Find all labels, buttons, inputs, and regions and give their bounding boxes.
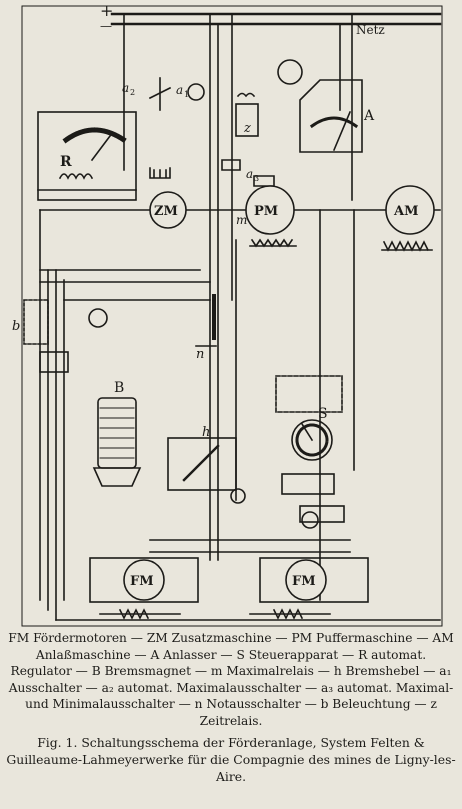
foerdermotoren — [55, 557, 441, 621]
legend-text: FM Fördermotoren — ZM Zusatzmaschine — P… — [8, 631, 454, 728]
ZM-label: ZM — [154, 204, 178, 219]
legend-caption: FM Fördermotoren — ZM Zusatzmaschine — P… — [8, 630, 454, 730]
circuit-diagram: + — Netz a 2 a 1 z A R a 3 ZM PM AM m b … — [12, 1, 443, 627]
R-label: R — [60, 154, 72, 170]
switches-top — [148, 77, 275, 187]
FM-label-2: FM — [292, 574, 316, 589]
plus-label: + — [100, 1, 113, 20]
lower-components — [149, 488, 351, 553]
regulator-R — [37, 111, 137, 201]
B-label: B — [114, 380, 124, 396]
notausschalter-n — [195, 294, 217, 347]
m-label: m — [236, 213, 247, 227]
n-label: n — [196, 347, 204, 362]
PM-label: PM — [254, 204, 278, 219]
figure-border — [21, 5, 443, 627]
h-label: h — [202, 425, 210, 440]
anlasser-A — [277, 59, 363, 153]
a2-sub: 2 — [130, 88, 135, 97]
b-label: b — [12, 319, 20, 334]
a3-sub: 3 — [254, 174, 259, 183]
minus-label: — — [100, 19, 112, 33]
a2-label: a — [122, 81, 129, 95]
z-label: z — [243, 121, 251, 136]
machines-row — [39, 185, 441, 601]
beleuchtung-b — [23, 299, 108, 373]
bremshebel-h — [167, 437, 237, 491]
steuerapparat-S — [275, 375, 343, 495]
bremsmagnet-B — [92, 397, 142, 487]
S-label: S — [318, 406, 328, 422]
FM-label-1: FM — [130, 574, 154, 589]
netz-bus — [110, 12, 442, 561]
A-label: A — [363, 108, 375, 124]
left-wiring — [39, 209, 211, 621]
netz-label: Netz — [356, 23, 385, 37]
a1-sub: 1 — [184, 90, 189, 99]
a1-label: a — [176, 83, 183, 97]
AM-label: AM — [393, 204, 418, 219]
figure-caption: Fig. 1. Schaltungsschema der Förderanlag… — [6, 735, 456, 784]
a3-label: a — [246, 167, 253, 181]
